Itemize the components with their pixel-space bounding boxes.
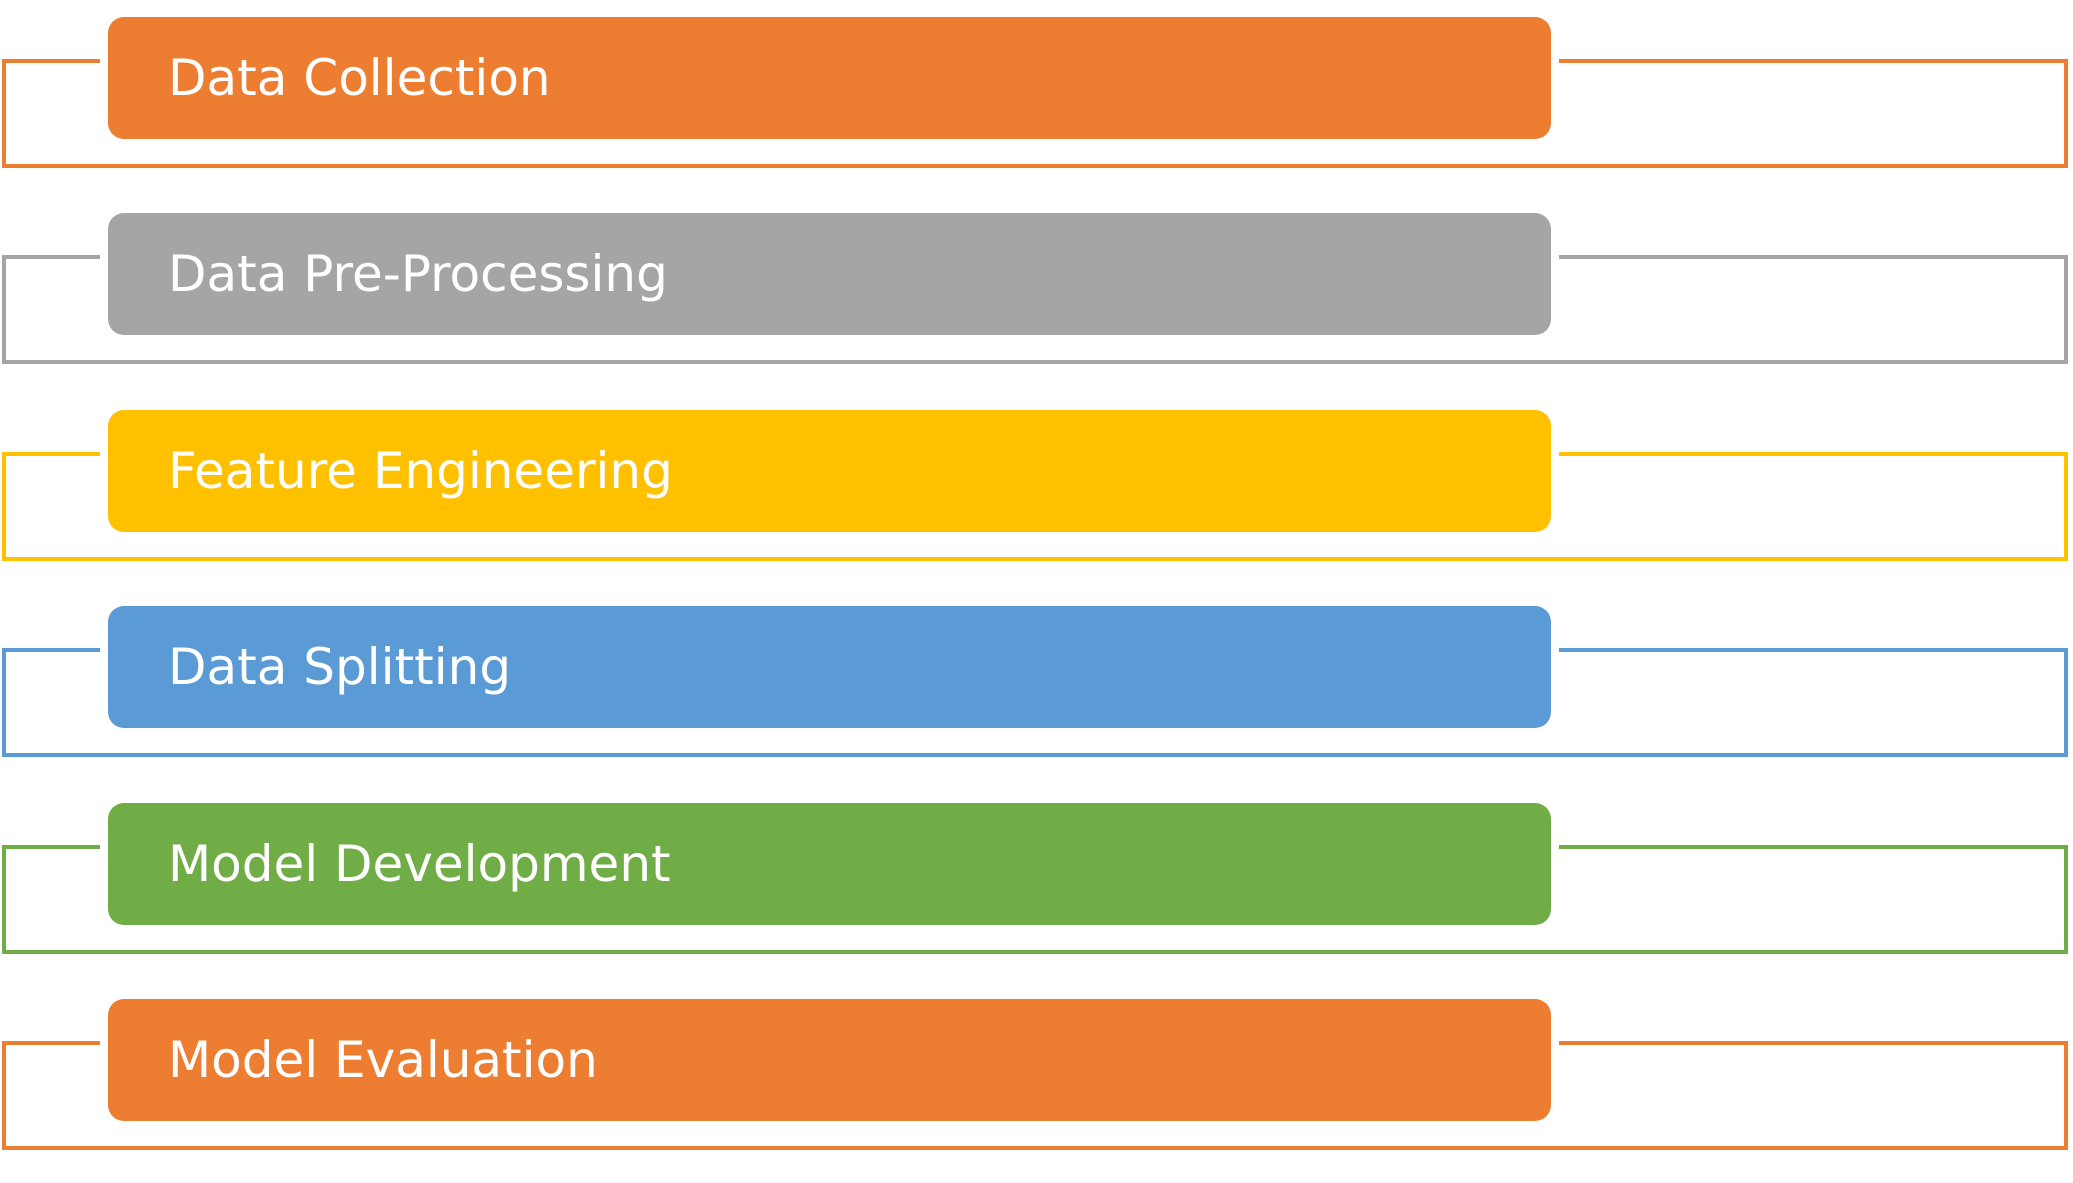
step-model-evaluation: Model Evaluation xyxy=(0,982,2073,1158)
step-box: Model Development xyxy=(108,803,1551,925)
step-label: Data Splitting xyxy=(168,638,512,696)
step-label: Data Collection xyxy=(168,49,551,107)
step-box: Data Pre-Processing xyxy=(108,213,1551,335)
step-label: Model Development xyxy=(168,835,671,893)
step-data-splitting: Data Splitting xyxy=(0,589,2073,765)
step-feature-engineering: Feature Engineering xyxy=(0,393,2073,569)
step-box: Data Collection xyxy=(108,17,1551,139)
step-label: Data Pre-Processing xyxy=(168,245,668,303)
step-model-development: Model Development xyxy=(0,786,2073,962)
step-data-pre-processing: Data Pre-Processing xyxy=(0,196,2073,372)
step-box: Model Evaluation xyxy=(108,999,1551,1121)
step-label: Model Evaluation xyxy=(168,1031,598,1089)
step-box: Data Splitting xyxy=(108,606,1551,728)
step-box: Feature Engineering xyxy=(108,410,1551,532)
step-data-collection: Data Collection xyxy=(0,0,2073,176)
step-label: Feature Engineering xyxy=(168,442,673,500)
